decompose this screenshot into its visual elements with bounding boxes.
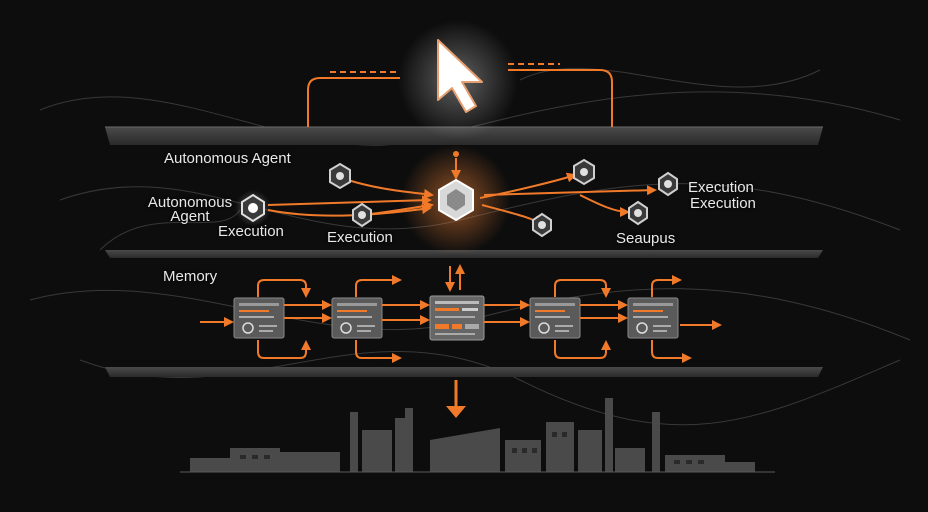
code-panel-icon	[429, 295, 485, 341]
code-panel-icon	[233, 297, 285, 339]
code-panel-icon	[529, 297, 581, 339]
execution-center-label: Execution	[327, 229, 393, 246]
hexagon-node-icon	[573, 158, 595, 186]
memory-layer-label: Memory	[163, 268, 218, 285]
seaupus-label: Seaupus	[616, 230, 676, 247]
agent-layer-label: Autonomous Agent	[164, 150, 291, 167]
memory-panels	[233, 295, 679, 341]
hexagon-node-icon	[658, 171, 678, 197]
skyline-windows	[240, 432, 704, 464]
execution-right-label-2: Execution	[690, 195, 756, 212]
agent-node-label: Autonomous Agent	[147, 194, 233, 225]
hexagon-node-icon	[532, 212, 552, 238]
skyline-icon	[190, 398, 755, 472]
memory-layer-plane	[105, 367, 823, 377]
code-panel-icon	[627, 297, 679, 339]
hexagon-node-icon	[329, 162, 351, 190]
execution-left-label: Execution	[218, 223, 284, 240]
pointer-arrow-icon	[437, 39, 483, 113]
hexagon-node-icon	[352, 202, 372, 228]
agent-nodes	[235, 158, 678, 238]
cursor-connectors	[307, 63, 613, 127]
memory-connections	[200, 275, 722, 363]
layer-arrows	[445, 264, 465, 292]
hexagon-node-icon	[628, 200, 648, 226]
output-arrow	[446, 380, 466, 418]
execution-right-label-1: Execution	[688, 179, 754, 196]
code-panel-icon	[331, 297, 383, 339]
hexagon-node-icon	[235, 190, 271, 226]
hexagon-node-icon	[438, 178, 474, 222]
